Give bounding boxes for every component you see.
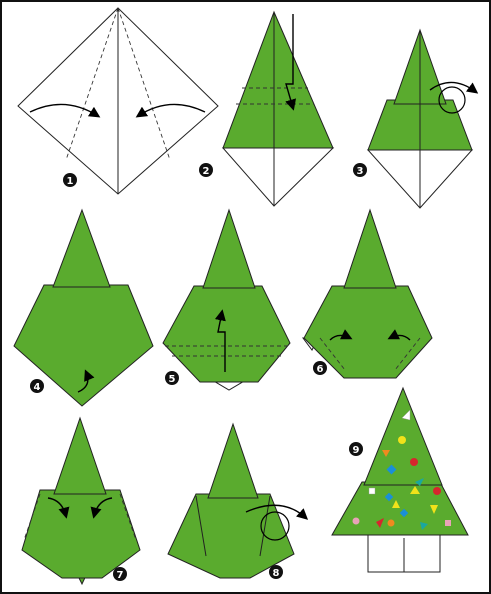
step-9 [331,386,469,573]
ornament-white-square [368,487,376,495]
step-3 [366,28,479,209]
step-number: 1 [67,176,74,187]
step-badge-2: 2 [199,163,213,177]
ornament-yellow-triangle [410,486,420,494]
paper-green-body [13,284,154,407]
step-badge-3: 3 [353,163,367,177]
step-badge-8: 8 [269,565,283,579]
ornament-yellow [398,436,406,444]
turn-arrow [245,504,309,520]
step-7 [21,416,141,586]
ornament-red [410,458,418,466]
pleat-arrow [214,309,226,372]
paper-green-tip [207,422,259,499]
ornament-teal [415,478,424,486]
focus-circle [438,86,466,114]
step-badge-6: 6 [313,361,327,375]
step-number: 4 [34,382,41,393]
step-badge-9: 9 [349,442,363,456]
fold-line-left [23,493,41,541]
tree-lower-tier [331,481,469,536]
fold-up-arrow [77,369,95,393]
ornament-red-triangle [376,518,384,528]
ornament-blue-2 [384,492,394,502]
step-number: 2 [203,166,210,177]
step-badge-4: 4 [30,379,44,393]
fold-arrow-left [329,329,353,341]
ornament-blue [386,464,397,475]
ornament-teal-2 [420,522,428,530]
step-number: 5 [169,374,176,385]
paper-green-body [162,285,291,383]
paper-green-body [303,285,433,379]
fold-arrow-right [90,497,113,519]
ornament-orange-2 [387,519,395,527]
step-number: 6 [317,364,324,375]
step-number: 3 [357,166,364,177]
ornament-blue-3 [399,508,409,518]
fold-arrow-left [29,103,101,118]
paper-white-bottom [221,147,335,207]
step-1 [17,7,219,195]
ornament-pink-square [445,520,451,526]
ornaments [352,409,451,530]
edge-left [195,495,207,557]
step-2 [221,10,335,207]
step-number: 7 [117,570,124,581]
ornament-orange [382,450,390,457]
ornament-white-triangle [401,409,411,421]
step-8 [167,422,309,579]
paper-green-tip [53,416,107,495]
ornament-pink [352,517,360,525]
step-number: 8 [273,568,280,579]
step-badge-7: 7 [113,567,127,581]
turn-arrow [429,81,479,94]
ornament-yellow-3 [430,505,438,514]
ornament-red-2 [433,487,441,495]
fold-line-right [117,7,171,161]
paper-green-tip [202,208,256,289]
ornament-yellow-2 [392,500,400,508]
fold-arrow-right [387,329,411,341]
fold-line-left [65,7,119,161]
pleat-arrow [285,14,297,111]
fold-arrow-right [135,103,206,118]
step-5 [162,208,291,391]
focus-circle [260,511,290,541]
paper-green-body [21,489,141,579]
paper-green-tip [52,208,111,288]
step-badge-5: 5 [165,371,179,385]
paper-green-tip [343,208,397,289]
fold-arrow-left [47,497,70,519]
paper-green-top [222,10,334,149]
step-6 [302,208,433,379]
step-number: 9 [353,445,360,456]
step-badge-1: 1 [63,173,77,187]
fold-line-right [119,493,137,541]
step-4 [13,208,154,407]
